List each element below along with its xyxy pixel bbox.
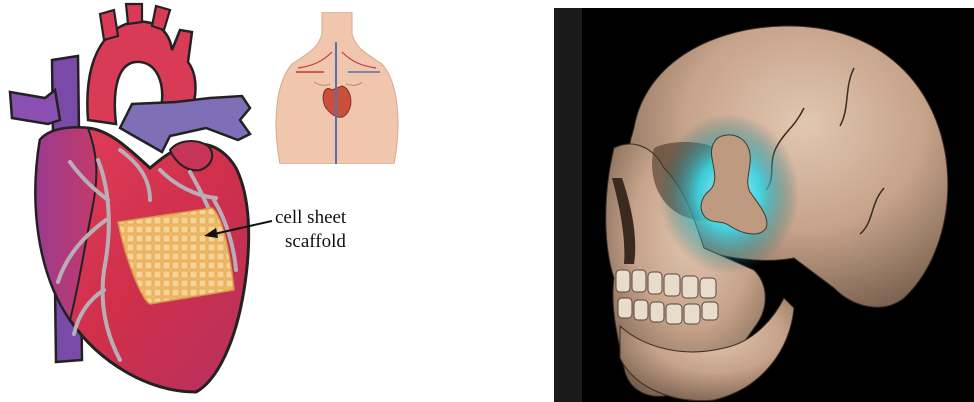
aortic-branch [100, 10, 118, 40]
skull-figure-panel [554, 8, 974, 402]
callout-label-line1: cell sheet [275, 206, 346, 230]
aortic-branch [126, 4, 142, 24]
heart-illustration [0, 0, 300, 402]
callout-label-line2: scaffold [285, 230, 346, 254]
aortic-branch [152, 6, 170, 30]
heart-figure-panel: cell sheet scaffold [0, 0, 420, 402]
skull-render [554, 8, 974, 402]
torso-inset-illustration [262, 12, 412, 164]
callout-arrow [200, 215, 280, 245]
pulmonary-artery-left [10, 90, 60, 124]
